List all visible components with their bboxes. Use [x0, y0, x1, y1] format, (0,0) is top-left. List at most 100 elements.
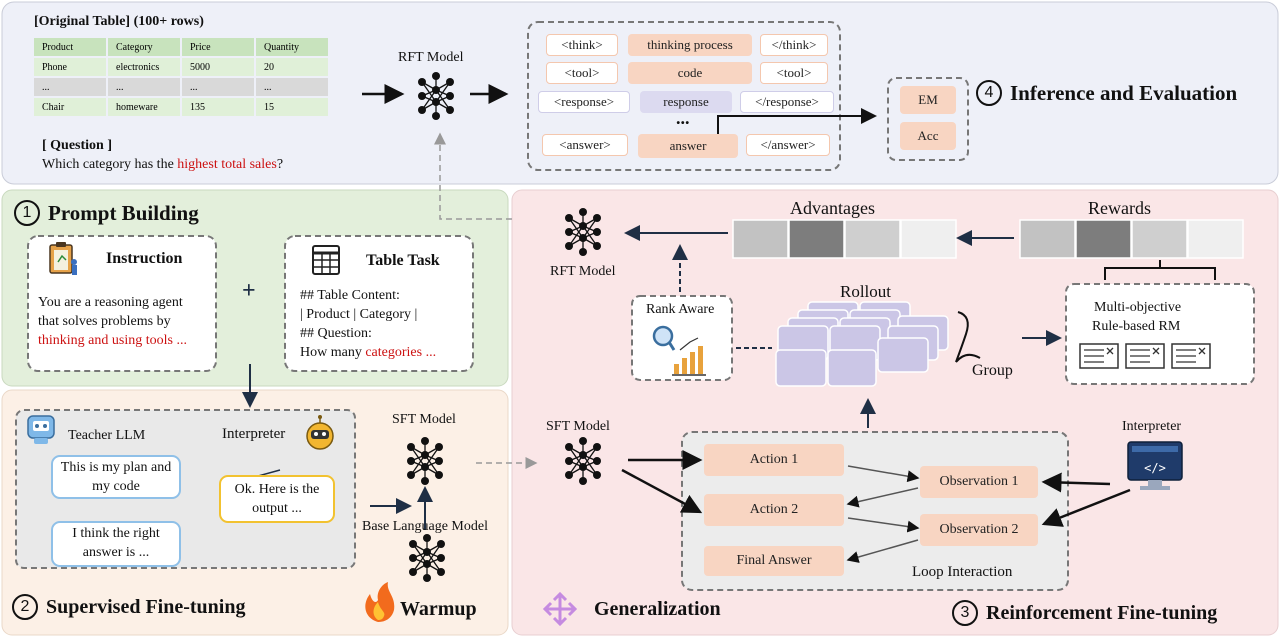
base-model-label: Base Language Model [362, 519, 488, 534]
monitor-code-icon: </> [1127, 441, 1183, 490]
sft-model-label-rl: SFT Model [546, 419, 610, 434]
table-header: Quantity [256, 38, 328, 56]
observation-2: Observation 2 [920, 514, 1038, 546]
table-row: Phone electronics 5000 20 [34, 58, 328, 76]
interpreter-label-rl: Interpreter [1122, 419, 1182, 434]
advantage-cell-3 [844, 219, 901, 259]
table-cell: Chair [34, 98, 106, 116]
step4-label: Inference and Evaluation [1010, 80, 1238, 105]
rewards-label: Rewards [1088, 198, 1151, 218]
reward-cell-4 [1187, 219, 1244, 259]
warmup-label: Warmup [400, 598, 477, 620]
tag-tool-open: <tool> [546, 62, 618, 84]
tag-tool-close: <tool> [760, 62, 828, 84]
reward-cell-1 [1019, 219, 1076, 259]
metrics-box [887, 77, 969, 161]
tag-response-open: <response> [538, 91, 630, 113]
metric-acc: Acc [900, 122, 956, 150]
tag-ellipsis: ... [676, 108, 690, 128]
bubble-plan: This is my plan and my code [60, 458, 172, 496]
tag-response: response [640, 91, 732, 113]
task-line4: How many categories ... [300, 345, 436, 361]
group-brace [955, 311, 981, 363]
instruction-line1: You are a reasoning agent [38, 295, 183, 310]
reward-brace [1104, 260, 1216, 280]
teacher-llm-label: Teacher LLM [68, 428, 146, 443]
original-table: Product Category Price Quantity Phone el… [32, 36, 330, 118]
tag-thinking-process: thinking process [628, 34, 752, 56]
arrow-interp-to-obs2 [1041, 488, 1131, 527]
table-task-title: Table Task [366, 252, 440, 269]
rank-aware-box [631, 295, 733, 381]
question-text: Which category has the highest total sal… [42, 157, 283, 173]
step1-number: 1 [14, 200, 40, 226]
plus-sign: + [242, 278, 256, 304]
task-line2: | Product | Category | [300, 307, 418, 322]
tag-response-close: </response> [740, 91, 834, 113]
table-cell: 15 [256, 98, 328, 116]
advantage-cell-2 [788, 219, 845, 259]
rollout-cards [775, 301, 949, 387]
task-line1: ## Table Content: [300, 288, 400, 303]
rank-aware-chart-icon [652, 325, 706, 376]
table-cell: 20 [256, 58, 328, 76]
action-2: Action 2 [704, 494, 844, 526]
arrow-rl-to-top [434, 132, 512, 220]
final-answer: Final Answer [704, 546, 844, 576]
table-cell: Phone [34, 58, 106, 76]
table-cell: electronics [108, 58, 180, 76]
table-cell: ... [34, 78, 106, 96]
table-row: Chair homeware 135 15 [34, 98, 328, 116]
step1-title: 1 Prompt Building [14, 200, 199, 226]
robot-interpreter-icon [306, 415, 334, 450]
bubble-answer: I think the right answer is ... [60, 524, 172, 564]
arrow-action2-to-obs2 [847, 517, 920, 533]
step4-number: 4 [976, 80, 1002, 106]
arrow-action1-to-obs1 [847, 465, 920, 483]
loop-interaction-label: Loop Interaction [912, 564, 1013, 580]
table-title: [Original Table] (100+ rows) [34, 14, 204, 29]
arrow-sft-to-action2 [621, 468, 703, 514]
table-cell: homeware [108, 98, 180, 116]
step1-label: Prompt Building [48, 200, 199, 225]
advantage-cell-1 [732, 219, 789, 259]
tag-think-close: </think> [760, 34, 828, 56]
reward-cell-3 [1131, 219, 1188, 259]
step3-label: Reinforcement Fine-tuning [986, 601, 1218, 624]
table-icon [312, 245, 340, 275]
step2-label: Supervised Fine-tuning [46, 595, 246, 618]
rm-line2: Rule-based RM [1092, 319, 1181, 334]
step2-number: 2 [12, 594, 38, 620]
rollout-label: Rollout [840, 282, 892, 301]
tag-answer: answer [638, 134, 738, 158]
tag-answer-close: </answer> [746, 134, 830, 156]
question-suffix: ? [276, 157, 284, 172]
clipboard-icon [49, 242, 77, 275]
table-header: Product [34, 38, 106, 56]
checklist-icons [1079, 343, 1211, 369]
task-line4-prefix: How many [300, 345, 366, 360]
task-line4-highlight: categories ... [365, 345, 437, 360]
table-cell: ... [256, 78, 328, 96]
step4-title: 4 Inference and Evaluation [976, 80, 1237, 106]
rm-line1: Multi-objective [1094, 300, 1182, 315]
question-highlight: highest total sales [177, 157, 277, 172]
group-label: Group [972, 362, 1013, 379]
instruction-highlight: thinking and using tools ... [38, 333, 187, 348]
step2-title: 2 Supervised Fine-tuning [12, 594, 245, 620]
metric-em: EM [900, 86, 956, 114]
fire-icon [365, 582, 395, 622]
instruction-line2: that solves problems by [38, 314, 171, 329]
table-cell: ... [182, 78, 254, 96]
arrow-interp-to-obs1 [1041, 472, 1111, 493]
table-cell: ... [108, 78, 180, 96]
interpreter-label-sft: Interpreter [222, 426, 286, 442]
arrow-obs1-to-action2 [846, 487, 919, 508]
instruction-title: Instruction [106, 250, 183, 267]
reward-cell-2 [1075, 219, 1132, 259]
generalization-label: Generalization [594, 598, 721, 620]
table-cell: 135 [182, 98, 254, 116]
table-row: ... ... ... ... [34, 78, 328, 96]
